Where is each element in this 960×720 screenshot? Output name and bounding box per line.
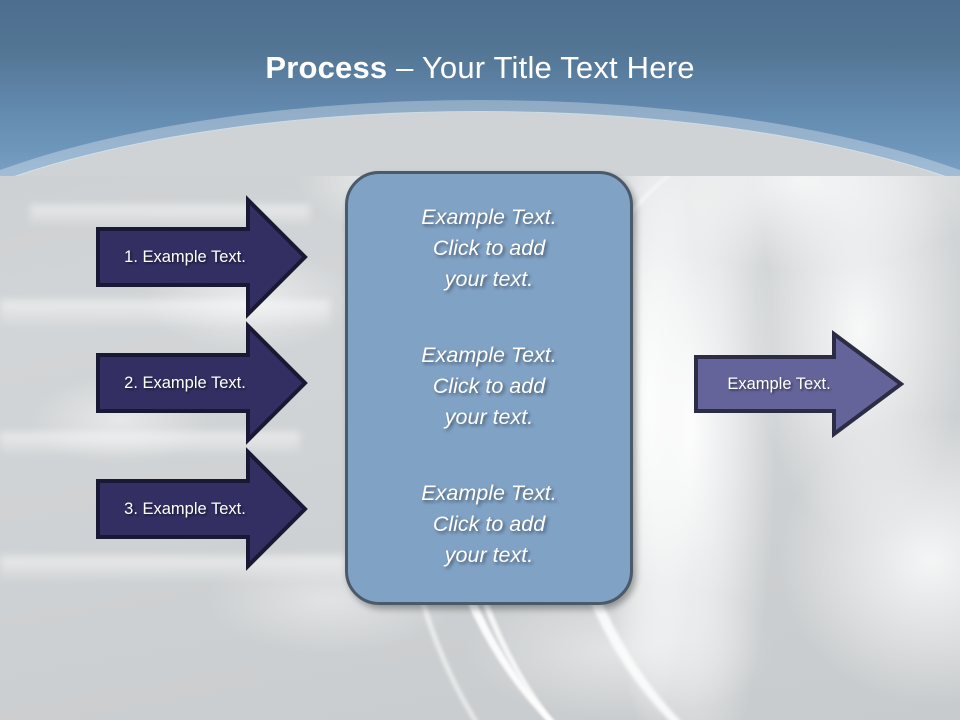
input-arrow-2-label: 2. Example Text.	[124, 374, 246, 392]
rack-shelf-decoration	[30, 205, 310, 225]
arrow-right-icon	[694, 330, 905, 438]
arrow-right-icon	[96, 321, 308, 445]
page-title-rest: – Your Title Text Here	[387, 50, 695, 85]
rack-shelf-decoration	[0, 556, 345, 580]
page-title-bold: Process	[265, 50, 388, 85]
rack-shelf-decoration	[0, 432, 300, 454]
rack-shelf-decoration	[0, 300, 330, 326]
page-title: Process – Your Title Text Here	[0, 49, 960, 87]
arrow-right-icon	[96, 447, 308, 571]
input-arrow-3[interactable]: 3. Example Text.	[96, 447, 308, 571]
process-paragraph-2: Example Text. Click to add your text.	[421, 342, 557, 429]
input-arrow-1[interactable]: 1. Example Text.	[96, 195, 308, 319]
output-arrow[interactable]: Example Text.	[694, 330, 905, 438]
header-band	[0, 0, 960, 176]
process-description-box[interactable]: Example Text. Click to add your text. Ex…	[345, 171, 633, 605]
output-arrow-label: Example Text.	[727, 375, 831, 393]
input-arrow-2[interactable]: 2. Example Text.	[96, 321, 308, 445]
input-arrow-3-label: 3. Example Text.	[124, 500, 246, 518]
input-arrow-1-label: 1. Example Text.	[124, 248, 246, 266]
process-paragraph-1: Example Text. Click to add your text.	[421, 204, 557, 291]
arrow-right-icon	[96, 195, 308, 319]
process-paragraph-3: Example Text. Click to add your text.	[421, 480, 557, 567]
